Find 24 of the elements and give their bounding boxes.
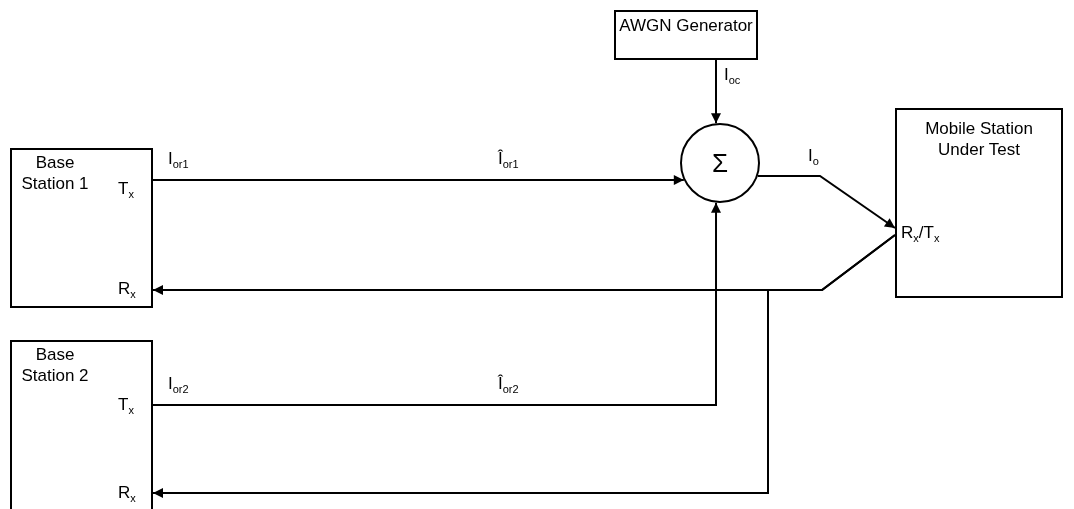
arrow (152, 175, 685, 186)
block-label: Base Station 1 (20, 152, 90, 194)
port-label: R$_{x}$ (118, 482, 137, 503)
port-label: R$_{x}$ (118, 278, 137, 299)
arrow (711, 59, 721, 125)
arrow (756, 175, 896, 229)
block-label: Mobile Station Under Test (924, 118, 1034, 160)
port-label: R$_{x}$/T$_{x}$ (901, 222, 941, 243)
block-label: Base Station 2 (20, 344, 90, 386)
mobile-station-box (895, 108, 1063, 298)
block-label: AWGN Generator (618, 15, 754, 36)
edge-label: Î$_{or2}$ (498, 373, 519, 394)
base-station-box (10, 340, 153, 509)
arrow (152, 201, 722, 406)
summing-junction (680, 123, 760, 203)
sum-symbol: Σ (710, 149, 730, 177)
signal-label: I$_{or1}$ (168, 148, 189, 169)
edge-label: Î$_{or1}$ (498, 148, 519, 169)
generator-box (614, 10, 758, 60)
port-label: T$_{x}$ (118, 178, 135, 199)
port-label: T$_{x}$ (118, 394, 135, 415)
arrow (152, 234, 896, 498)
signal-label: I$_{or2}$ (168, 373, 189, 394)
base-station-box (10, 148, 153, 308)
